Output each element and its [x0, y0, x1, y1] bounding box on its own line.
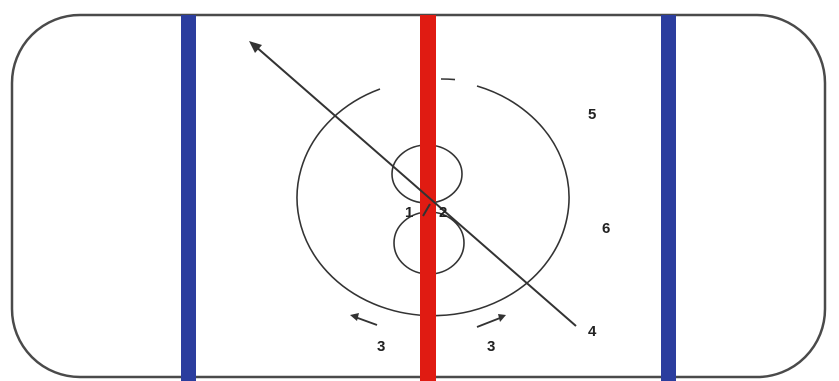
- player-label-3-left: 3: [377, 338, 385, 355]
- player-label-4: 4: [588, 323, 597, 340]
- player-label-2: 2: [439, 204, 447, 221]
- center-circle: [296, 85, 570, 317]
- skate-arrow-right-icon: [498, 314, 506, 322]
- skate-arrow-left-icon: [350, 313, 359, 321]
- player-label-3-right: 3: [487, 338, 495, 355]
- skate-arrow-left-shaft: [354, 316, 378, 326]
- player-label-5: 5: [588, 106, 596, 123]
- blue-line-left: [181, 15, 196, 381]
- rink-boards: [10, 13, 827, 379]
- center-slash-mark: [422, 203, 431, 217]
- player-label-1: 1: [405, 204, 413, 221]
- center-circle-top-arc: [440, 78, 456, 81]
- skate-arrow-right-shaft: [476, 317, 501, 328]
- blue-line-right: [661, 15, 676, 381]
- diagonal-pass-line: [253, 44, 577, 327]
- pass-arrowhead-icon: [249, 41, 262, 53]
- player-label-6: 6: [602, 220, 610, 237]
